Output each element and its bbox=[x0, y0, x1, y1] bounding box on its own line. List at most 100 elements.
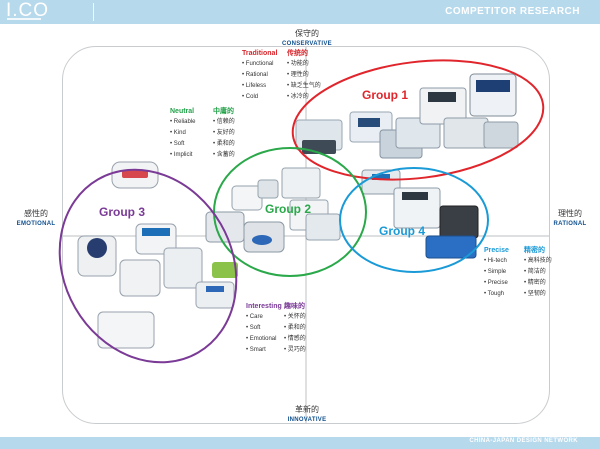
list-item: • 信赖的 bbox=[213, 119, 235, 125]
product-device bbox=[372, 174, 390, 180]
list-item: • 情感的 bbox=[284, 336, 306, 342]
group-4-ellipse bbox=[339, 167, 489, 273]
list-item: • Hi-tech bbox=[484, 258, 507, 264]
list-item: • Simple bbox=[484, 269, 507, 275]
product-device bbox=[212, 262, 238, 278]
logo-underline bbox=[7, 18, 41, 20]
footer-bar: CHINA-JAPAN DESIGN NETWORK bbox=[0, 437, 600, 449]
list-item: • Precise bbox=[484, 280, 508, 286]
precise-title-cn: 精密的 bbox=[524, 247, 545, 254]
interesting-list-cn: 趣味的 • 关怀的 • 柔和的 • 情感的 • 灵巧的 bbox=[284, 301, 330, 356]
axis-bottom-cn: 革新的 bbox=[295, 405, 319, 414]
product-device bbox=[428, 92, 456, 102]
brand-logo: I.CO bbox=[6, 0, 50, 21]
group-4-label: Group 4 bbox=[379, 224, 426, 238]
interesting-title-en: Interesting bbox=[246, 303, 282, 310]
product-device bbox=[305, 213, 341, 241]
list-item: • 关怀的 bbox=[284, 314, 306, 320]
neutral-title-cn: 中庸的 bbox=[213, 108, 234, 115]
list-item: • Smart bbox=[246, 347, 266, 353]
axis-label-bottom: 革新的 INNOVATIVE bbox=[276, 405, 338, 425]
product-device bbox=[443, 117, 489, 149]
product-device bbox=[87, 238, 107, 258]
group-1-label: Group 1 bbox=[362, 88, 409, 102]
list-item: • Tough bbox=[484, 291, 505, 297]
axis-left-en: EMOTIONAL bbox=[16, 221, 56, 227]
product-device bbox=[402, 192, 428, 200]
axis-label-top: 保守的 CONSERVATIVE bbox=[276, 29, 338, 49]
list-item: • 冰冷的 bbox=[287, 94, 309, 100]
traditional-title-en: Traditional bbox=[242, 50, 278, 57]
list-item: • Cold bbox=[242, 94, 259, 100]
product-device bbox=[439, 205, 479, 239]
product-device bbox=[195, 281, 235, 309]
list-item: • Kind bbox=[170, 130, 186, 136]
header-divider bbox=[93, 3, 94, 21]
axis-bottom-en: INNOVATIVE bbox=[287, 417, 327, 423]
neutral-list-cn: 中庸的 • 信赖的 • 友好的 • 柔和的 • 含蓄的 bbox=[213, 106, 257, 161]
traditional-list-cn: 传统的 • 功能的 • 理性的 • 缺乏生气的 • 冰冷的 bbox=[287, 48, 335, 103]
list-item: • 友好的 bbox=[213, 130, 235, 136]
product-device bbox=[425, 235, 477, 259]
product-device bbox=[476, 80, 510, 92]
product-device bbox=[483, 121, 519, 149]
group-3-label: Group 3 bbox=[99, 205, 146, 219]
traditional-list-en: Traditional • Functional • Rational • Li… bbox=[242, 48, 294, 103]
axis-right-en: RATIONAL bbox=[553, 221, 587, 227]
neutral-title-en: Neutral bbox=[170, 108, 195, 115]
product-device bbox=[206, 286, 224, 292]
group-1-ellipse bbox=[291, 59, 545, 181]
product-device bbox=[395, 117, 441, 149]
product-images bbox=[77, 73, 519, 349]
product-device bbox=[205, 211, 245, 243]
product-device bbox=[358, 118, 380, 127]
list-item: • 灵巧的 bbox=[284, 347, 306, 353]
list-item: • Implicit bbox=[170, 152, 193, 158]
product-device bbox=[119, 259, 161, 297]
list-item: • Soft bbox=[170, 141, 185, 147]
axis-left-cn: 感性的 bbox=[24, 209, 48, 218]
group-2-label: Group 2 bbox=[265, 202, 312, 216]
precise-title-en: Precise bbox=[484, 247, 509, 254]
list-item: • 高科技的 bbox=[524, 258, 552, 264]
precise-list-cn: 精密的 • 高科技的 • 简洁的 • 精密的 • 坚韧的 bbox=[524, 245, 572, 300]
product-device bbox=[252, 235, 272, 245]
product-device bbox=[122, 170, 148, 178]
product-device bbox=[163, 247, 203, 289]
traditional-title-cn: 传统的 bbox=[287, 50, 308, 57]
precise-list-en: Precise • Hi-tech • Simple • Precise • T… bbox=[484, 245, 526, 300]
interesting-list-en: Interesting • Care • Soft • Emotional • … bbox=[246, 301, 298, 356]
product-device bbox=[142, 228, 170, 236]
list-item: • Rational bbox=[242, 72, 268, 78]
axis-top-cn: 保守的 bbox=[295, 29, 319, 38]
list-item: • Lifeless bbox=[242, 83, 267, 89]
product-device bbox=[97, 311, 155, 349]
neutral-list-en: Neutral • Reliable • Kind • Soft • Impli… bbox=[170, 106, 214, 161]
list-item: • 缺乏生气的 bbox=[287, 83, 321, 89]
list-item: • 柔和的 bbox=[284, 325, 306, 331]
interesting-title-cn: 趣味的 bbox=[284, 303, 305, 310]
axis-right-cn: 理性的 bbox=[558, 209, 582, 218]
product-device bbox=[281, 167, 321, 199]
list-item: • Reliable bbox=[170, 119, 196, 125]
report-title: COMPETITOR RESEARCH bbox=[445, 6, 580, 17]
list-item: • 含蓄的 bbox=[213, 152, 235, 158]
list-item: • 坚韧的 bbox=[524, 291, 546, 297]
list-item: • Care bbox=[246, 314, 263, 320]
list-item: • 柔和的 bbox=[213, 141, 235, 147]
list-item: • 精密的 bbox=[524, 280, 546, 286]
group-3-ellipse bbox=[58, 168, 238, 364]
product-device bbox=[257, 179, 279, 199]
list-item: • 简洁的 bbox=[524, 269, 546, 275]
axis-label-right: 理性的 RATIONAL bbox=[546, 209, 594, 229]
axis-label-left: 感性的 EMOTIONAL bbox=[10, 209, 62, 229]
list-item: • 理性的 bbox=[287, 72, 309, 78]
group-ellipses bbox=[58, 59, 545, 364]
header-bar: I.CO COMPETITOR RESEARCH bbox=[0, 0, 600, 24]
list-item: • 功能的 bbox=[287, 61, 309, 67]
list-item: • Functional bbox=[242, 61, 274, 67]
footer-network-label: CHINA-JAPAN DESIGN NETWORK bbox=[469, 438, 578, 444]
list-item: • Soft bbox=[246, 325, 261, 331]
list-item: • Emotional bbox=[246, 336, 277, 342]
